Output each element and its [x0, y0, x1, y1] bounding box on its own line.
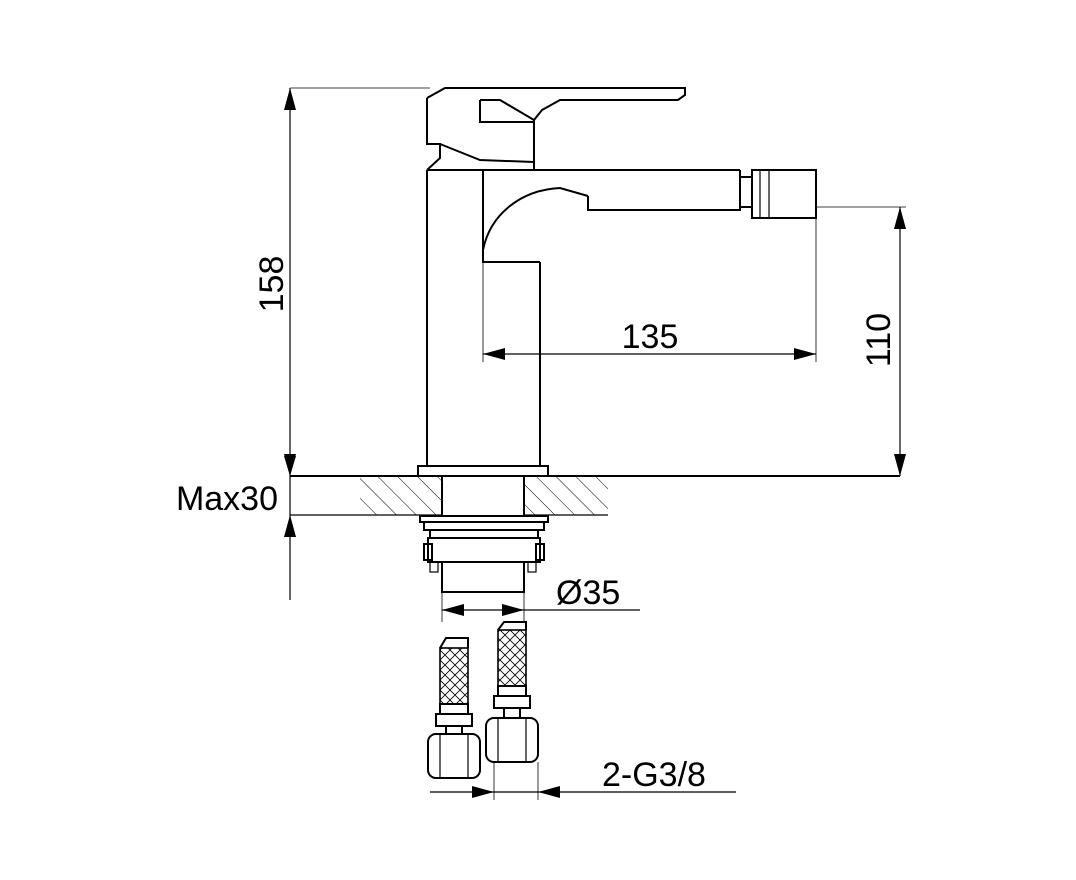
flexible-hose-right	[485, 621, 539, 763]
label-max-deck-thickness: Max30	[176, 480, 278, 518]
faucet-body	[426, 169, 817, 467]
label-spout-height: 110	[860, 313, 898, 367]
dimension-connection-hoses: 2-G3/8	[430, 756, 736, 800]
dimension-shank-diameter: Ø35	[441, 574, 640, 622]
flexible-hose-left	[427, 637, 481, 779]
label-shank-diameter: Ø35	[556, 574, 620, 612]
label-spout-reach: 135	[622, 318, 679, 356]
dimension-spout-height: 110	[816, 206, 906, 476]
deck-mount	[290, 465, 900, 593]
dimension-max-deck-thickness: Max30	[176, 456, 296, 600]
dimension-spout-reach: 135	[482, 218, 817, 362]
dimension-overall-height: 158	[253, 87, 430, 476]
lever-handle	[426, 87, 686, 171]
label-connection-hoses: 2-G3/8	[602, 756, 706, 794]
label-overall-height: 158	[253, 256, 291, 313]
